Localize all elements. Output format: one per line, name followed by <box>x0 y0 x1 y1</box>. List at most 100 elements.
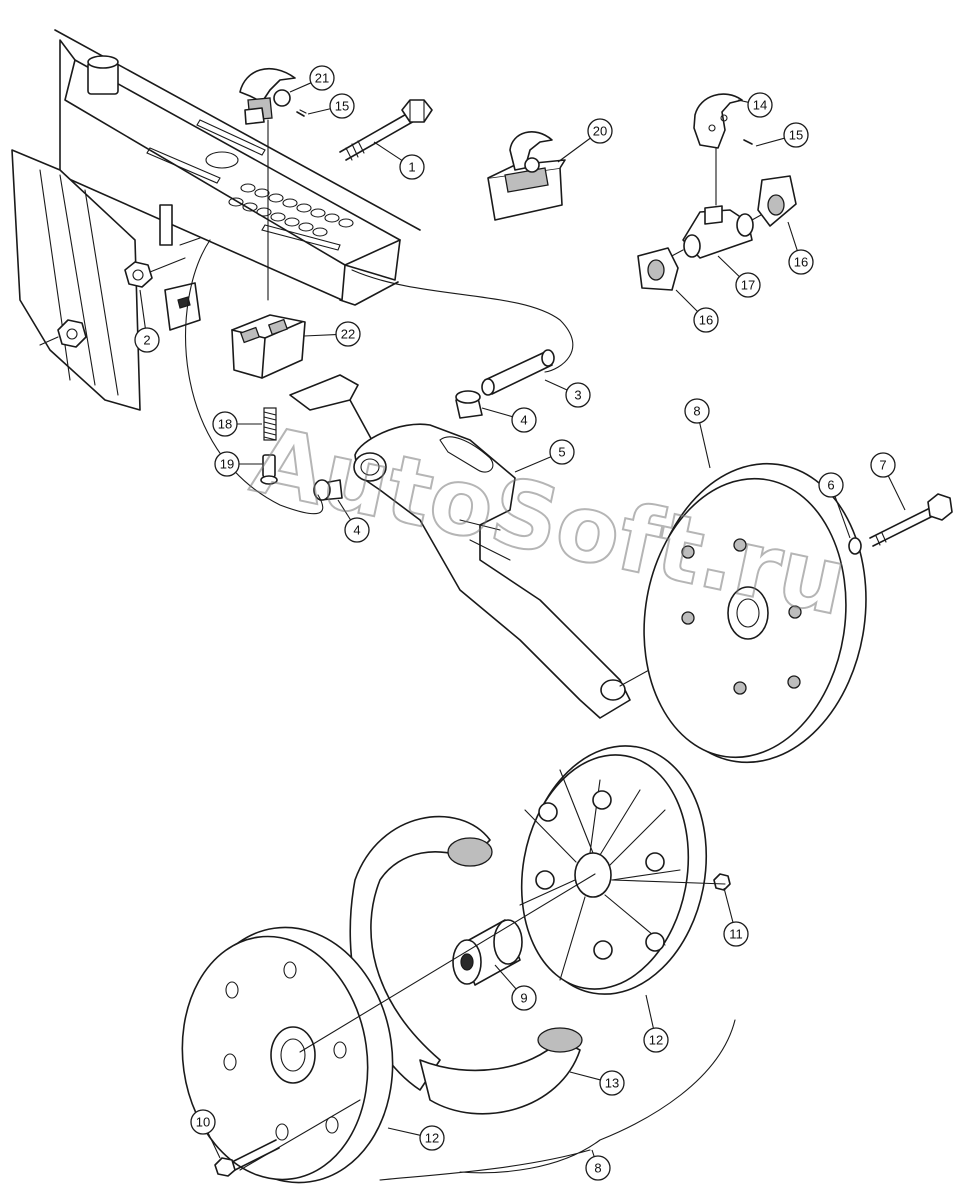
callout-4: 4 <box>337 499 370 543</box>
callout-5: 5 <box>514 439 575 473</box>
bushing-4-lower <box>313 479 343 501</box>
callout-leader <box>387 1127 421 1136</box>
pin-19 <box>260 454 278 485</box>
callout-14: 14 <box>737 92 773 118</box>
callout-number: 18 <box>218 417 232 432</box>
callout-leader <box>303 333 337 337</box>
callout-circle <box>723 921 749 947</box>
callout-circle <box>587 118 613 144</box>
callout-9: 9 <box>494 964 537 1011</box>
callout-circle <box>735 272 761 298</box>
callout-15: 15 <box>755 122 809 148</box>
callout-1: 1 <box>373 141 425 180</box>
clamp-20 <box>487 131 566 221</box>
callout-number: 13 <box>605 1076 619 1091</box>
callout-leader <box>645 994 654 1029</box>
callout-leader <box>481 407 513 418</box>
callout-number: 2 <box>143 333 150 348</box>
callout-number: 1 <box>408 160 415 175</box>
callout-number: 8 <box>693 404 700 419</box>
callout-number: 4 <box>520 413 527 428</box>
side-plate <box>11 149 201 411</box>
callout-circle <box>783 122 809 148</box>
callout-circle <box>399 154 425 180</box>
hub-disc-12-front <box>181 926 394 1184</box>
callout-circle <box>549 439 575 465</box>
callout-number: 16 <box>699 313 713 328</box>
callout-leader <box>514 456 552 473</box>
callout-leader <box>755 137 785 147</box>
callout-circle <box>818 472 844 498</box>
assembly-axis-lower <box>239 873 736 1181</box>
callout-leader <box>675 289 698 312</box>
callout-20: 20 <box>557 118 613 163</box>
clamp-22 <box>231 314 306 379</box>
callout-number: 14 <box>753 98 767 113</box>
callout-circle <box>565 382 591 408</box>
callout-leader <box>737 99 749 103</box>
callout-22: 22 <box>303 321 361 347</box>
callout-circle <box>511 407 537 433</box>
block-16-left <box>637 247 679 291</box>
callout-leader <box>723 887 734 923</box>
callout-13: 13 <box>569 1070 625 1096</box>
callout-15: 15 <box>307 93 355 119</box>
frame-beam <box>54 29 421 306</box>
spring-18 <box>263 407 277 441</box>
washer-6 <box>848 537 862 555</box>
callout-number: 8 <box>594 1161 601 1176</box>
callout-6: 6 <box>818 472 851 539</box>
callout-circle <box>419 1125 445 1151</box>
callout-circle <box>870 452 896 478</box>
callout-leader <box>717 255 740 278</box>
callout-number: 6 <box>827 478 834 493</box>
callout-4: 4 <box>481 407 537 433</box>
arm-5 <box>289 374 741 719</box>
callout-number: 3 <box>574 388 581 403</box>
callout-circle <box>511 985 537 1011</box>
shaft-17 <box>667 205 771 259</box>
callout-leader <box>307 108 331 115</box>
callout-8: 8 <box>585 1149 611 1181</box>
handle-14 <box>693 93 743 206</box>
callout-12: 12 <box>643 994 669 1053</box>
bolt-1 <box>339 99 433 161</box>
callout-leader <box>207 1132 221 1159</box>
callout-leader <box>569 1071 601 1081</box>
callout-circle <box>329 93 355 119</box>
callout-leader <box>557 137 591 163</box>
callout-10: 10 <box>190 1109 221 1159</box>
callout-leader <box>544 379 568 391</box>
callout-circle <box>190 1109 216 1135</box>
callout-circle <box>693 307 719 333</box>
callout-leader <box>787 221 798 251</box>
callout-17: 17 <box>717 255 761 298</box>
callout-number: 9 <box>520 991 527 1006</box>
callout-number: 12 <box>649 1033 663 1048</box>
callout-circle <box>214 451 240 477</box>
callout-16: 16 <box>675 289 719 333</box>
bolt-7 <box>869 493 953 547</box>
callout-12: 12 <box>387 1125 445 1151</box>
nut-2 <box>124 237 201 288</box>
bushing-4-upper <box>455 390 483 419</box>
wheel-8-assembled <box>643 462 867 764</box>
callout-circle <box>747 92 773 118</box>
callout-number: 22 <box>341 327 355 342</box>
watermark-text: AutoSoft.ru <box>243 406 855 636</box>
hub-disc-12-back <box>519 745 708 995</box>
tube-3 <box>481 349 555 396</box>
callout-circle <box>344 517 370 543</box>
handle-21 <box>239 67 296 301</box>
tire-segment-13 <box>419 1027 583 1115</box>
callout-number: 15 <box>789 128 803 143</box>
callout-number: 5 <box>558 445 565 460</box>
callout-number: 4 <box>353 523 360 538</box>
nut-11 <box>713 873 731 891</box>
callout-leader <box>289 82 312 93</box>
callout-leader <box>834 496 851 539</box>
callout-leader <box>887 475 906 511</box>
callout-circle <box>788 249 814 275</box>
callout-8: 8 <box>684 398 711 469</box>
